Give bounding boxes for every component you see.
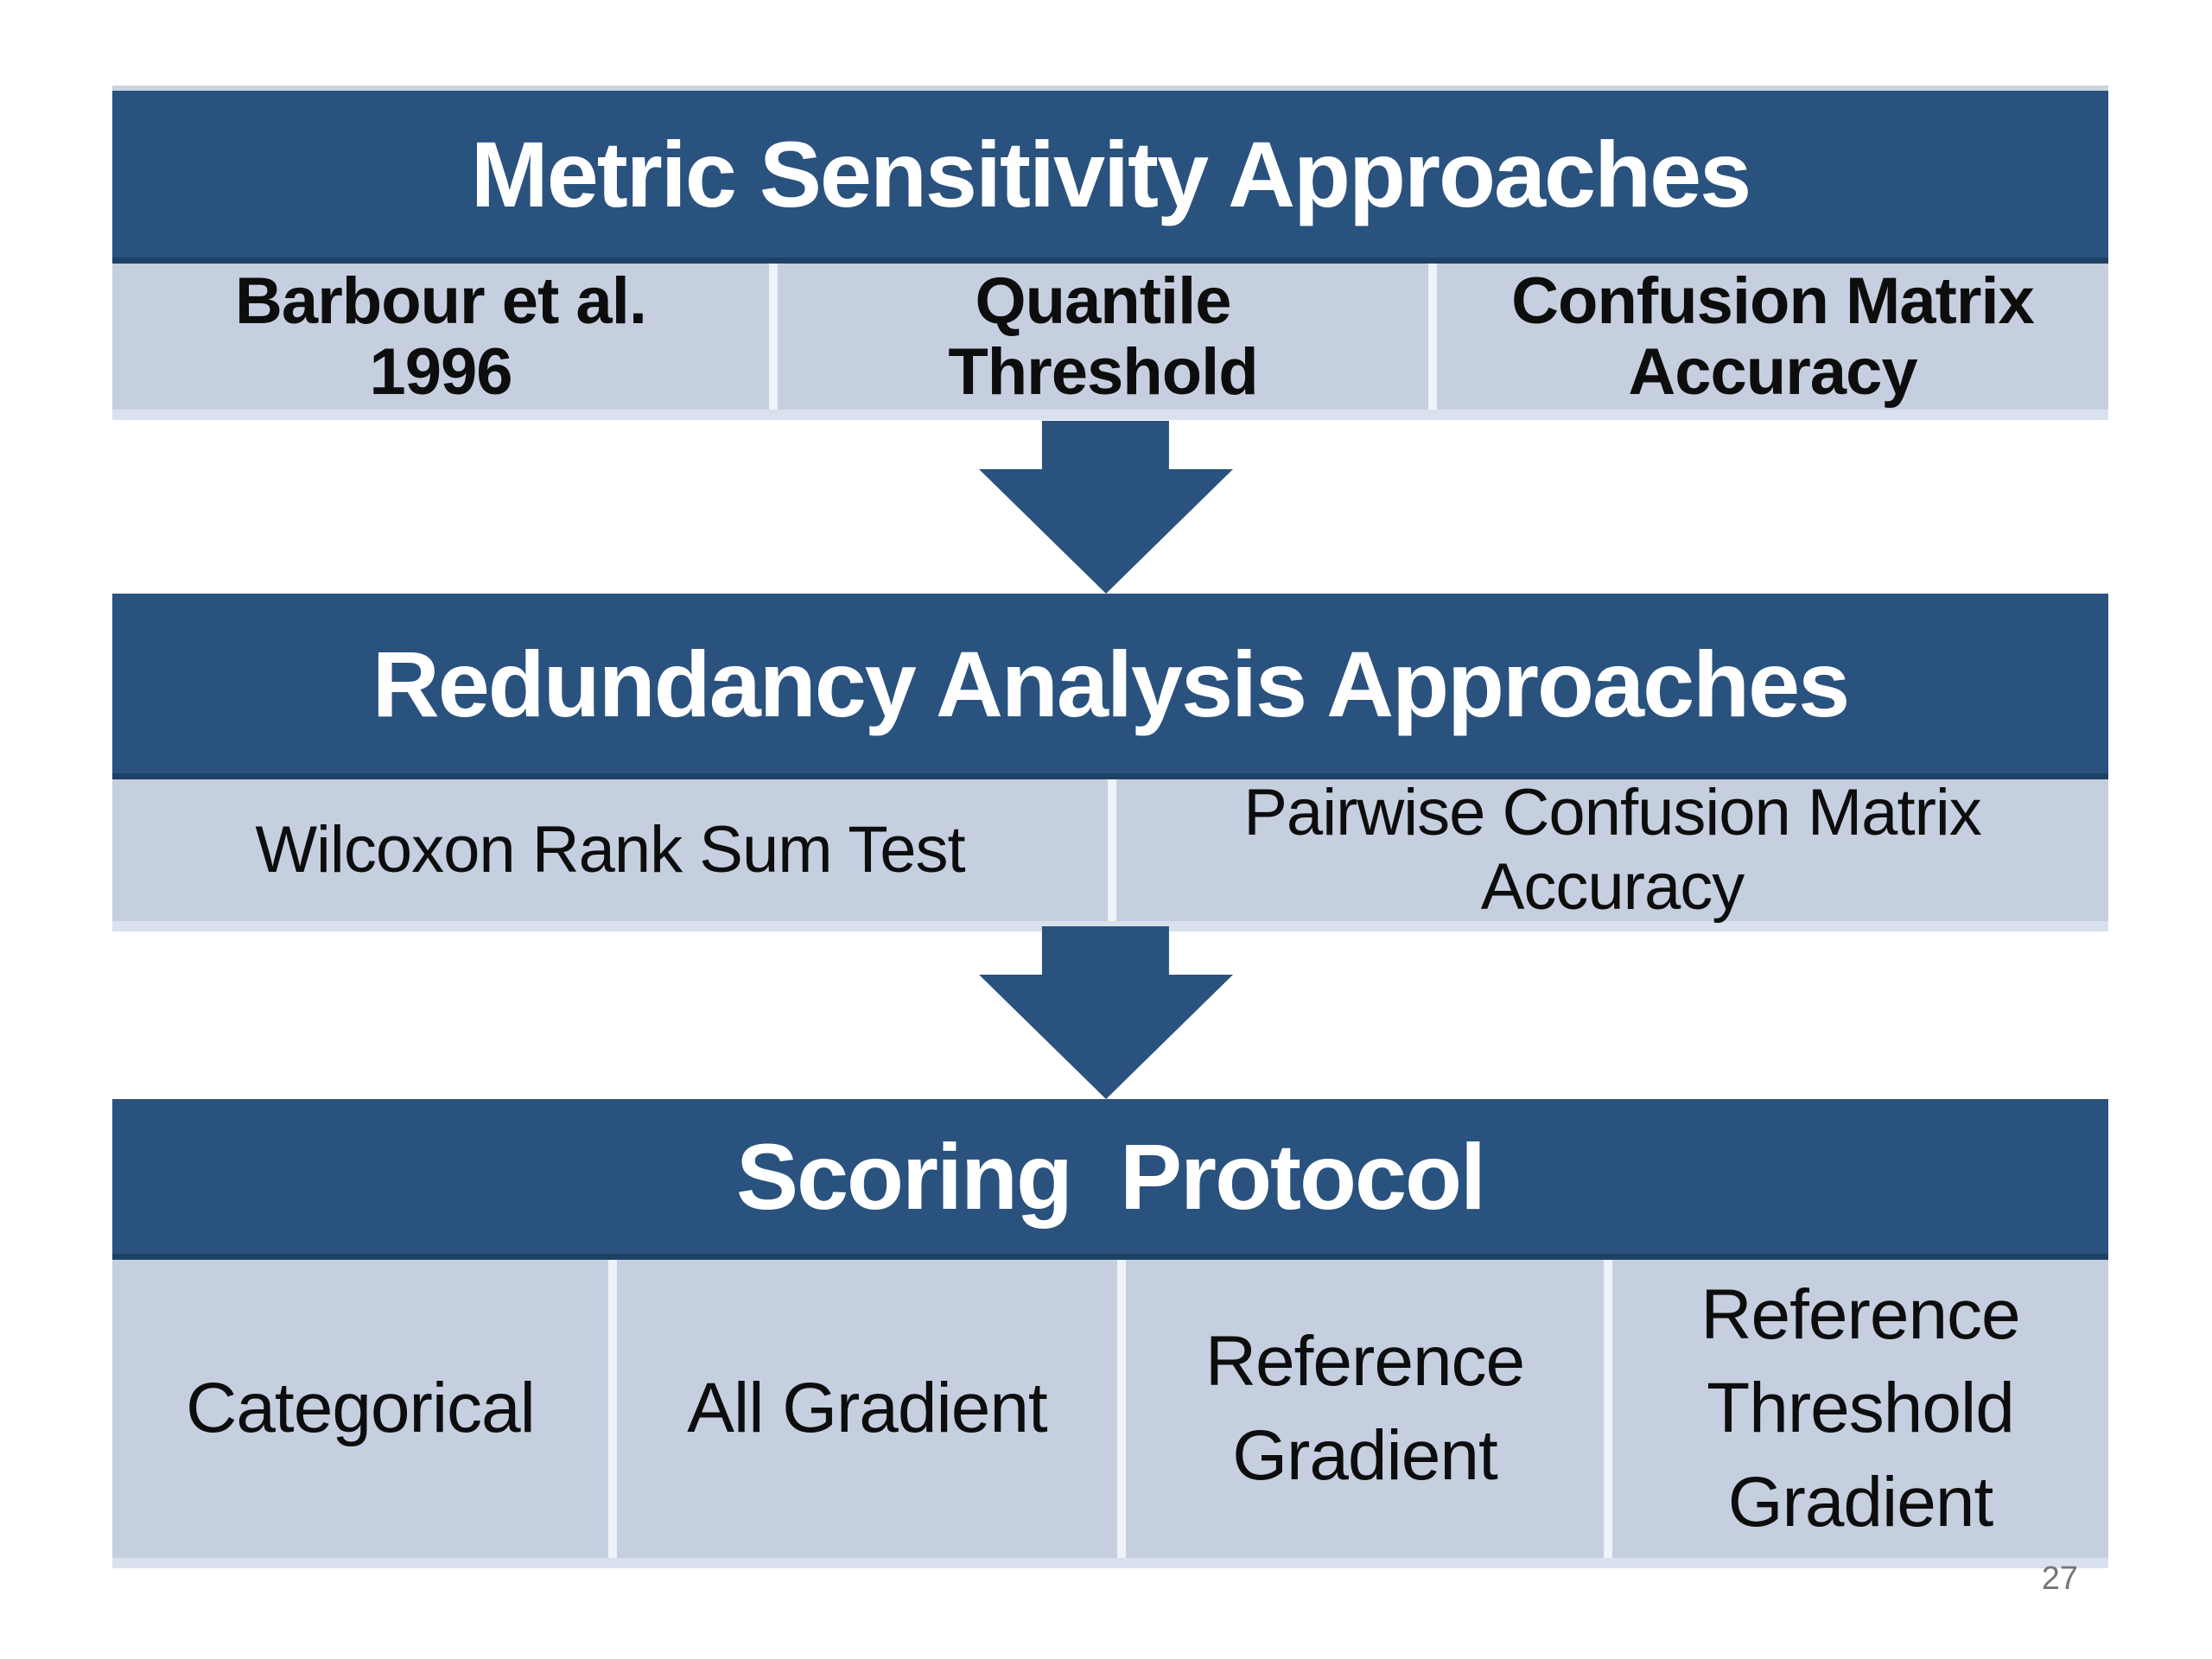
stage-header: Scoring Protocol — [112, 1099, 2108, 1260]
stage-title: Metric Sensitivity Approaches — [470, 122, 1751, 226]
stage-cell-label: Reference Threshold Gradient — [1700, 1275, 2020, 1541]
stage-cell: Quantile Threshold — [778, 264, 1428, 410]
down-arrow-icon — [979, 926, 1233, 1099]
stage-cell: Barbour et al. 1996 — [112, 264, 769, 410]
stage-cell-label: Reference Gradient — [1205, 1322, 1525, 1495]
stage-cells-row: Barbour et al. 1996 Quantile Threshold C… — [112, 264, 2108, 420]
stage-cell: Categorical — [112, 1260, 608, 1558]
stage-cell-label: Quantile Threshold — [948, 264, 1258, 409]
stage-table-metric-sensitivity: Metric Sensitivity Approaches Barbour et… — [112, 86, 2108, 420]
stage-cell: All Gradient — [617, 1260, 1117, 1558]
stage-cells-row: Categorical All Gradient Reference Gradi… — [112, 1260, 2108, 1568]
stage-table-redundancy-analysis: Redundancy Analysis Approaches Wilcoxon … — [112, 594, 2108, 931]
page-number: 27 — [2041, 1560, 2078, 1597]
stage-header: Redundancy Analysis Approaches — [112, 594, 2108, 779]
stage-cell-label: Categorical — [186, 1369, 536, 1448]
stage-cell-label: All Gradient — [687, 1369, 1047, 1448]
stage-title: Redundancy Analysis Approaches — [372, 631, 1850, 736]
stage-table-scoring-protocol: Scoring Protocol Categorical All Gradien… — [112, 1099, 2108, 1568]
stage-cell: Confusion Matrix Accuracy — [1437, 264, 2108, 410]
stage-cell: Wilcoxon Rank Sum Test — [112, 779, 1108, 921]
stage-cell-label: Wilcoxon Rank Sum Test — [255, 813, 965, 887]
stage-cells-row: Wilcoxon Rank Sum Test Pairwise Confusio… — [112, 776, 2108, 931]
stage-cell: Pairwise Confusion Matrix Accuracy — [1116, 776, 2108, 924]
stage-cell: Reference Gradient — [1126, 1260, 1604, 1558]
stage-cell: Reference Threshold Gradient — [1612, 1260, 2108, 1558]
stage-cell-label: Confusion Matrix Accuracy — [1511, 264, 2035, 409]
stage-cell-label: Barbour et al. 1996 — [235, 264, 647, 409]
stage-header: Metric Sensitivity Approaches — [112, 91, 2108, 264]
down-arrow-icon — [979, 421, 1233, 594]
stage-cell-label: Pairwise Confusion Matrix Accuracy — [1243, 776, 1982, 924]
stage-title: Scoring Protocol — [735, 1124, 1486, 1229]
